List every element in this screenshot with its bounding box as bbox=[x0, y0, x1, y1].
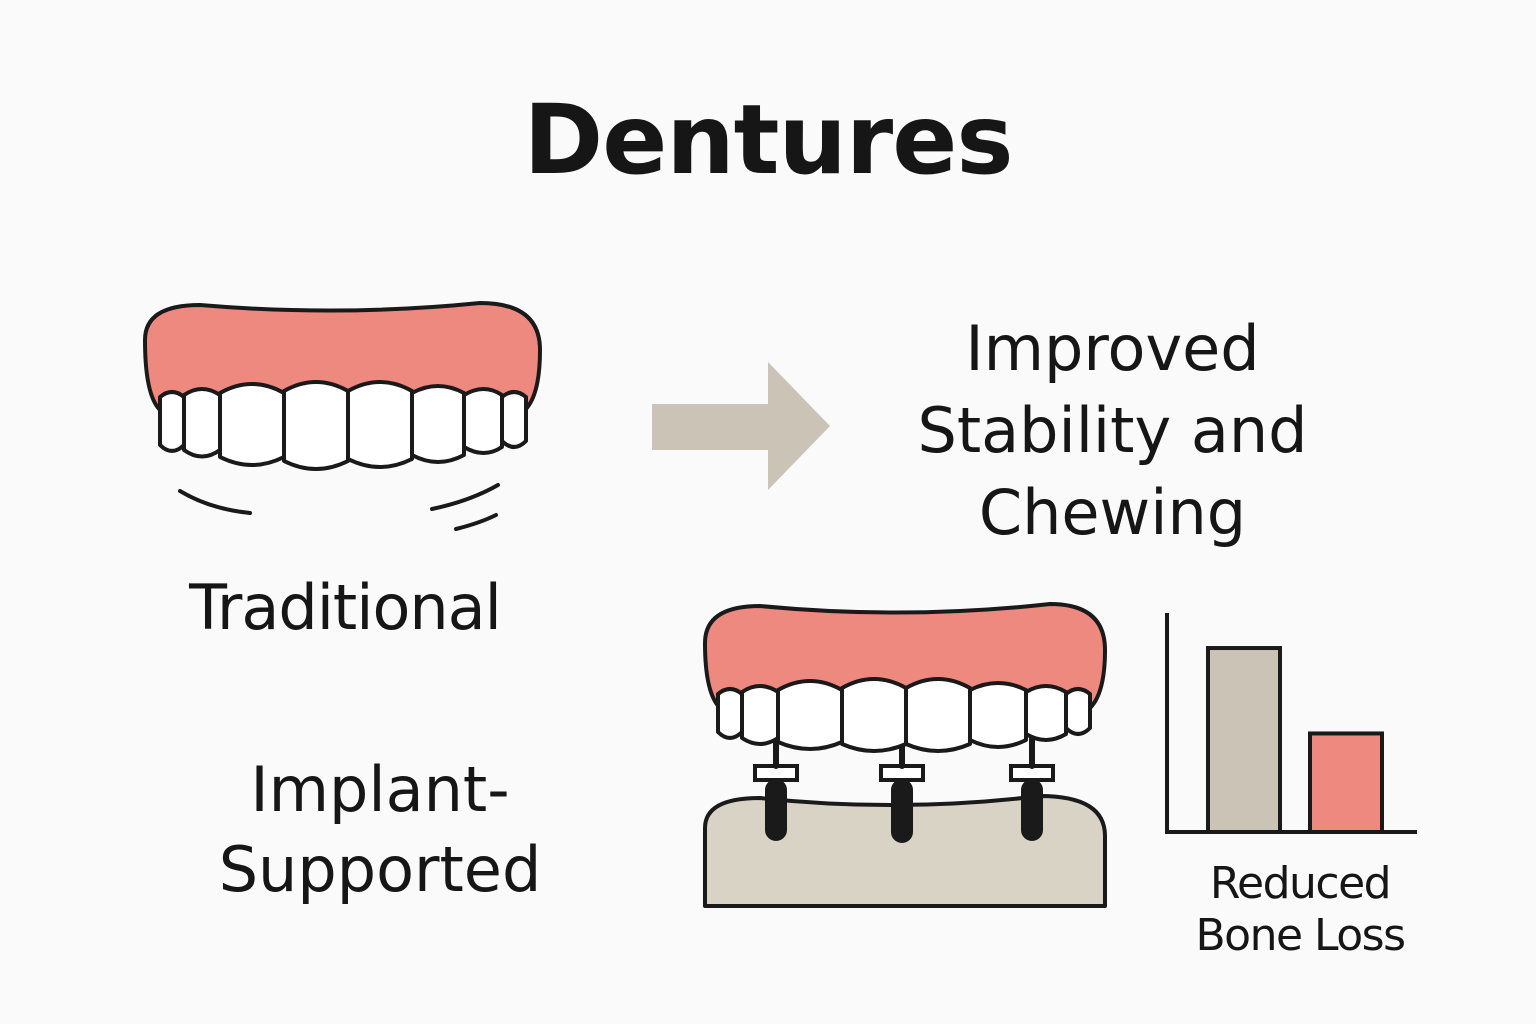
benefit-line-1: Improved bbox=[965, 312, 1260, 385]
benefit-line-3: Chewing bbox=[978, 476, 1247, 549]
bone-loss-label: Reduced Bone Loss bbox=[1150, 858, 1450, 962]
implant-post-right bbox=[1009, 735, 1055, 841]
implant-supported-label: Implant- Supported bbox=[180, 750, 580, 910]
motion-line-right-1 bbox=[430, 483, 500, 511]
chart-bar-1 bbox=[1206, 646, 1282, 835]
implant-denture-illustration bbox=[703, 602, 1107, 908]
benefit-label: Improved Stability and Chewing bbox=[870, 308, 1355, 554]
traditional-denture-illustration bbox=[143, 301, 542, 531]
motion-line-left bbox=[178, 489, 252, 515]
bone-loss-bar-chart bbox=[1165, 613, 1417, 835]
right-arrow-icon bbox=[652, 362, 830, 490]
benefit-line-2: Stability and bbox=[917, 394, 1308, 467]
traditional-label: Traditional bbox=[189, 571, 502, 644]
implant-label-line-2: Supported bbox=[218, 833, 542, 906]
bone-loss-line-2: Bone Loss bbox=[1195, 910, 1406, 961]
motion-line-right-2 bbox=[454, 513, 498, 531]
implant-label-line-1: Implant- bbox=[250, 753, 510, 826]
chart-bar-2 bbox=[1308, 731, 1384, 834]
implant-posts bbox=[753, 735, 1055, 843]
page-title: Dentures bbox=[523, 84, 1014, 196]
implant-post-left bbox=[753, 735, 799, 841]
bone-loss-line-1: Reduced bbox=[1209, 858, 1392, 909]
